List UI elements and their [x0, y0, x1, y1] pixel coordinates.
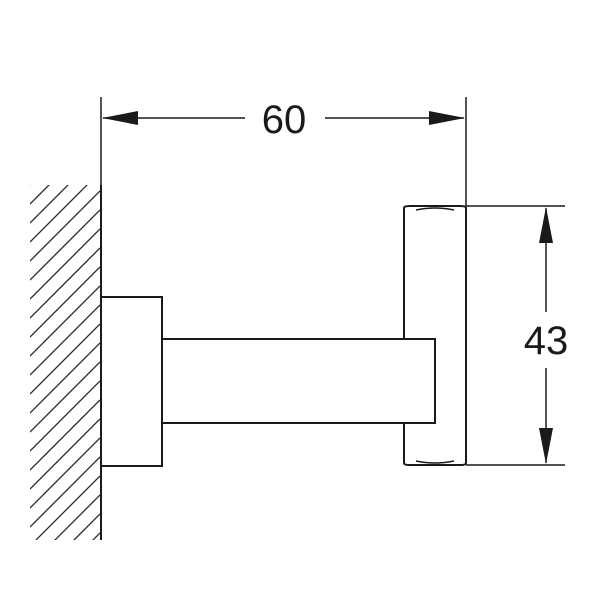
wall-hatch-line [35, 475, 100, 540]
width-dimension-label: 60 [262, 98, 307, 142]
wall-hatch-line [92, 532, 100, 540]
height-arrow-top [539, 207, 553, 243]
wall-hatch-line [30, 456, 100, 528]
wall-hatch-line [73, 513, 100, 540]
wall-hatch-line [30, 361, 100, 433]
mounting-plate [100, 296, 163, 467]
height-arrow-bottom [539, 428, 553, 464]
height-dimension-label: 43 [524, 319, 569, 363]
end-cap-top-curve [415, 207, 455, 211]
wall-hatch-line [30, 185, 88, 243]
wall-hatch-line [30, 418, 100, 490]
wall-hatch-line [30, 185, 69, 224]
width-arrow-right [429, 111, 465, 125]
wall-hatch-line [30, 185, 31, 186]
end-cap-bottom-curve [415, 460, 455, 464]
wall-hatch-line [30, 266, 100, 338]
wall-hatch-line [30, 304, 100, 376]
wall-hatch-line [30, 209, 100, 281]
wall-hatch-line [30, 380, 100, 452]
height-dimension: 43 [466, 205, 569, 466]
wall-hatch-line [30, 399, 100, 471]
width-dimension: 60 [100, 97, 467, 206]
hook-end-cap [403, 205, 467, 466]
wall-hatch-line [30, 228, 100, 300]
wall-hatch-line [30, 185, 50, 205]
wall-hatch-line [30, 342, 100, 414]
width-arrow-left [102, 111, 138, 125]
wall-hatch-line [54, 494, 100, 540]
wall-hatch-line [30, 247, 100, 319]
wall-hatching [30, 185, 100, 540]
wall-hatch-line [30, 285, 100, 357]
wall-hatch-line [30, 437, 100, 509]
hook-arm [162, 338, 436, 424]
wall-hatch-line [30, 190, 100, 262]
wall-hatch-line [30, 323, 100, 395]
